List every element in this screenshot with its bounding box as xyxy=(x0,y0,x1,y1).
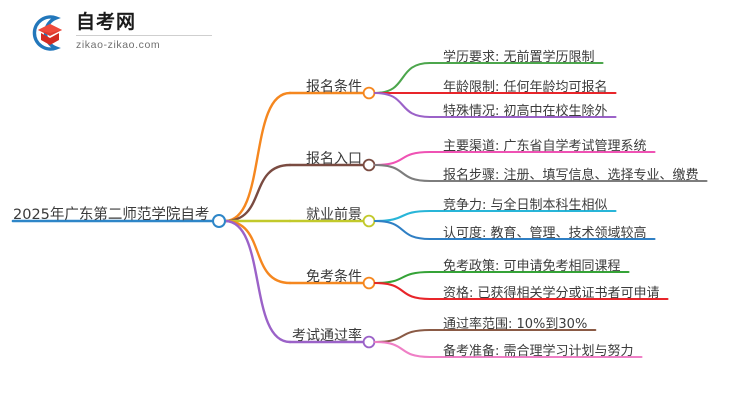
branch-node-circle-4[interactable] xyxy=(362,276,376,290)
branch-label-4[interactable]: 免考条件 xyxy=(306,269,362,285)
branch-connector-1 xyxy=(223,91,292,223)
branch-connector-5 xyxy=(223,219,292,344)
leaf-connector-2-1 xyxy=(373,150,432,167)
leaf-connector-1-1 xyxy=(373,61,432,95)
leaf-connector-5-1 xyxy=(373,328,432,344)
site-logo: 自考网 zikao-zikao.com xyxy=(28,11,228,55)
leaf-label-3-1[interactable]: 竞争力: 与全日制本科生相似 xyxy=(443,198,608,213)
leaf-label-3-2[interactable]: 认可度: 教育、管理、技术领域较高 xyxy=(443,226,647,241)
leaf-label-2-2[interactable]: 报名步骤: 注册、填写信息、选择专业、缴费 xyxy=(443,168,699,183)
graduation-cap-icon xyxy=(28,13,70,53)
leaf-connector-2-2 xyxy=(373,163,432,183)
branch-label-3[interactable]: 就业前景 xyxy=(306,207,362,223)
branch-label-2[interactable]: 报名入口 xyxy=(306,151,362,167)
root-node-circle[interactable] xyxy=(212,214,226,228)
logo-title: 自考网 xyxy=(76,11,137,33)
leaf-label-1-2[interactable]: 年龄限制: 任何年龄均可报名 xyxy=(443,80,608,95)
leaf-connector-1-3 xyxy=(373,91,432,119)
branch-node-circle-5[interactable] xyxy=(362,335,376,349)
leaf-label-5-1[interactable]: 通过率范围: 10%到30% xyxy=(443,317,588,332)
root-node-label[interactable]: 2025年广东第二师范学院自考 xyxy=(13,207,210,223)
branch-node-circle-3[interactable] xyxy=(362,214,376,228)
branch-connector-4 xyxy=(223,219,292,285)
leaf-label-4-2[interactable]: 资格: 已获得相关学分或证书者可申请 xyxy=(443,286,660,301)
branch-label-1[interactable]: 报名条件 xyxy=(306,79,362,95)
leaf-connector-4-1 xyxy=(373,270,432,285)
logo-subtitle: zikao-zikao.com xyxy=(76,39,161,51)
logo-divider xyxy=(76,35,212,36)
leaf-connector-4-2 xyxy=(373,281,432,301)
leaf-connector-5-2 xyxy=(373,340,432,359)
branch-connector-2 xyxy=(223,163,292,223)
leaf-label-1-3[interactable]: 特殊情况: 初高中在校生除外 xyxy=(443,104,608,119)
branch-node-circle-2[interactable] xyxy=(362,158,376,172)
leaf-connector-3-2 xyxy=(373,219,432,241)
leaf-label-5-2[interactable]: 备考准备: 需合理学习计划与努力 xyxy=(443,344,634,359)
branch-node-circle-1[interactable] xyxy=(362,86,376,100)
branch-label-5[interactable]: 考试通过率 xyxy=(292,328,362,344)
leaf-label-1-1[interactable]: 学历要求: 无前置学历限制 xyxy=(443,50,595,65)
leaf-label-4-1[interactable]: 免考政策: 可申请免考相同课程 xyxy=(443,259,621,274)
leaf-label-2-1[interactable]: 主要渠道: 广东省自学考试管理系统 xyxy=(443,139,647,154)
leaf-connector-3-1 xyxy=(373,209,432,223)
